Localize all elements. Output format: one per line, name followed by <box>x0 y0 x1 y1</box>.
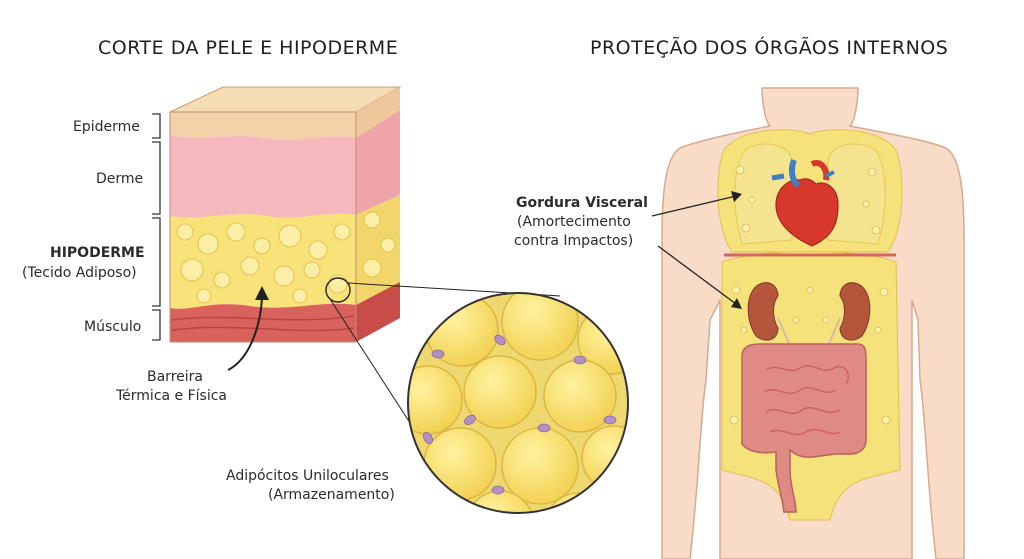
label-barreira-2: Térmica e Física <box>115 388 227 404</box>
side-muscle <box>356 282 400 342</box>
adipocyte-magnified <box>407 292 629 514</box>
label-derme: Derme <box>96 171 143 187</box>
kidneys <box>747 282 871 347</box>
side-epidermis <box>356 87 400 138</box>
label-musculo: Músculo <box>84 319 141 335</box>
left-title: CORTE DA PELE E HIPODERME <box>98 37 398 59</box>
right-title: PROTEÇÃO DOS ÓRGÃOS INTERNOS <box>590 35 948 59</box>
muscle-layer <box>170 303 356 342</box>
label-epiderme: Epiderme <box>73 119 140 135</box>
label-hipoderme: HIPODERME <box>50 245 145 261</box>
visceral-arrowhead-upper <box>731 191 742 202</box>
visceral-arrow-lower <box>657 245 737 305</box>
label-adipocitos-1: Adipócitos Uniloculares <box>226 468 389 484</box>
label-visceral-3: contra Impactos) <box>514 233 633 249</box>
dermis-layer <box>170 135 356 218</box>
heart <box>771 158 839 247</box>
visceral-arrow-upper <box>651 195 737 217</box>
visceral-fat-specks <box>729 165 891 425</box>
barrier-arrow <box>227 297 263 371</box>
label-gordura-visceral: Gordura Visceral <box>516 195 648 211</box>
intestines <box>741 343 867 513</box>
label-adipocitos-2: (Armazenamento) <box>268 487 395 503</box>
side-dermis <box>356 110 400 215</box>
lungs <box>734 143 886 245</box>
label-barreira-1: Barreira <box>147 369 203 385</box>
skin-block <box>169 86 402 343</box>
fat-globules <box>176 211 396 304</box>
visceral-arrowhead-lower <box>731 298 742 309</box>
layer-brackets <box>152 113 161 341</box>
zoom-source-circle <box>325 277 351 303</box>
label-hipoderme-sub: (Tecido Adiposo) <box>22 265 137 281</box>
epidermis-layer <box>170 112 356 140</box>
label-visceral-2: (Amortecimento <box>517 214 631 230</box>
barrier-arrowhead <box>255 286 269 300</box>
